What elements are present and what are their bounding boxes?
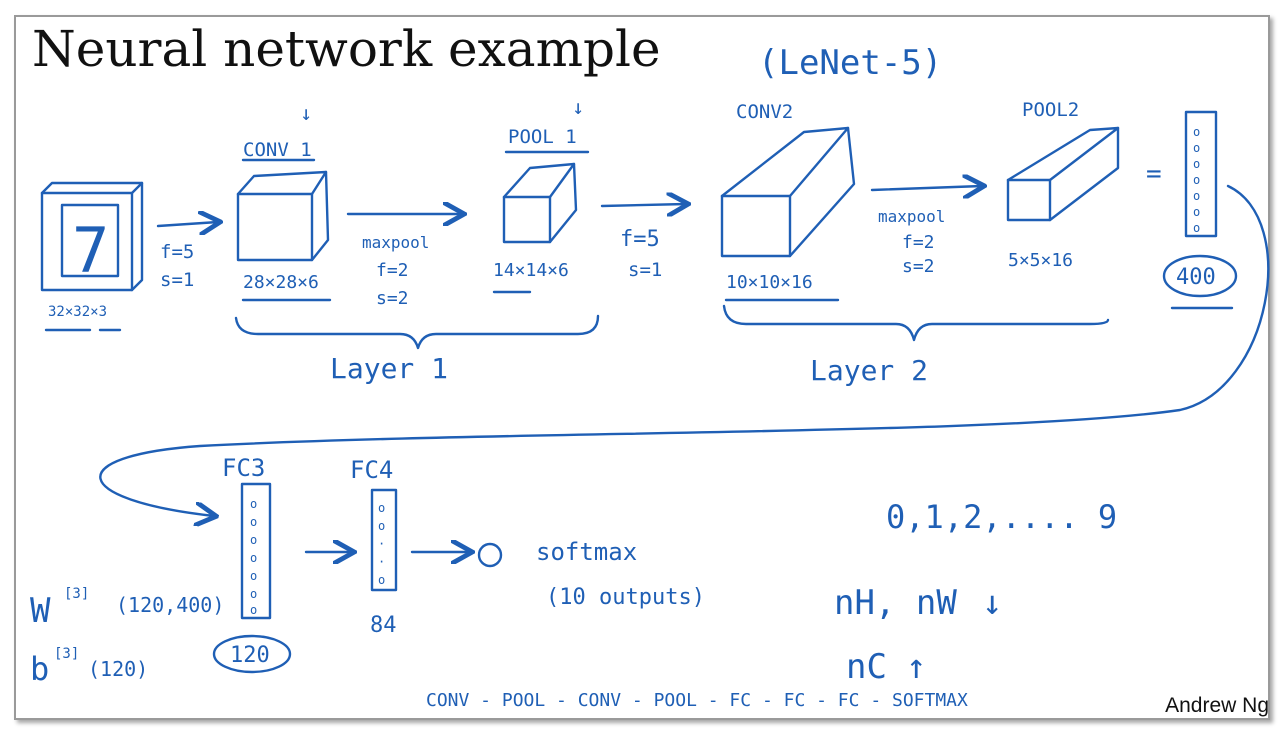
svg-text:o: o — [1193, 141, 1200, 155]
svg-text:o: o — [250, 587, 257, 601]
slide-title: Neural network example — [32, 20, 661, 78]
subtitle-lenet5: (LeNet-5) — [758, 43, 942, 83]
fc4-label: FC4 — [350, 456, 393, 484]
flatten-count: 400 — [1176, 265, 1216, 290]
softmax-node — [477, 542, 503, 568]
svg-text:o: o — [378, 573, 385, 587]
softmax-label: softmax — [536, 538, 637, 566]
pool2-op: maxpool — [878, 207, 945, 226]
fc3-weight-shape: (120,400) — [116, 593, 224, 617]
svg-text:o: o — [1193, 157, 1200, 171]
author-credit: Andrew Ng — [1165, 694, 1269, 717]
svg-text:·: · — [378, 555, 385, 569]
layer1-brace — [234, 314, 600, 350]
fc3-label: FC3 — [222, 454, 265, 482]
pool2-dims: 5×5×16 — [1008, 250, 1073, 271]
svg-text:o: o — [1193, 221, 1200, 235]
fc4-count: 84 — [370, 613, 397, 638]
fc3-count: 120 — [230, 643, 270, 668]
svg-text:o: o — [250, 497, 257, 511]
conv1-volume — [236, 170, 330, 262]
conv1-stride: s=1 — [160, 269, 194, 291]
arrow-pool1-conv2 — [600, 204, 686, 206]
fc3-weight-symbol: W — [30, 591, 51, 631]
svg-text:o: o — [378, 501, 385, 515]
pool1-volume — [502, 162, 578, 244]
pool1-dims: 14×14×6 — [493, 260, 569, 281]
layer2-label: Layer 2 — [810, 354, 928, 387]
pool1-label: POOL 1 — [508, 126, 577, 148]
conv2-stride: s=1 — [628, 259, 662, 281]
svg-text:o: o — [1193, 205, 1200, 219]
fc3-bias-superscript: [3] — [54, 646, 79, 662]
arrow-flatten-fc3 — [99, 184, 1270, 516]
svg-text:o: o — [1193, 189, 1200, 203]
input-volume — [40, 181, 144, 292]
pool1-stride: s=2 — [376, 288, 409, 309]
softmax-outputs: (10 outputs) — [546, 585, 705, 610]
input-digit: 7 — [72, 214, 109, 287]
slide-frame — [14, 15, 1270, 720]
fc3-weight-superscript: [3] — [64, 586, 89, 602]
layer1-label: Layer 1 — [330, 352, 448, 385]
pool2-label: POOL2 — [1022, 99, 1079, 121]
pool1-filter: f=2 — [376, 260, 409, 281]
svg-text:o: o — [1193, 125, 1200, 139]
class-range: 0,1,2,.... 9 — [886, 498, 1117, 536]
fc4-vector: o o · · o — [370, 488, 398, 592]
flatten-count-circle — [1162, 254, 1238, 298]
fc3-vector: o o o o o o o — [240, 482, 272, 620]
pool2-stride: s=2 — [902, 256, 935, 277]
channels-note: nC — [846, 647, 887, 687]
layer2-brace — [722, 304, 1110, 342]
conv2-filter: f=5 — [620, 227, 660, 252]
conv1-filter: f=5 — [160, 241, 194, 263]
conv2-volume — [720, 126, 856, 258]
fc3-bias-shape: (120) — [88, 657, 148, 681]
input-dims: 32×32×3 — [48, 304, 107, 320]
architecture-sequence: CONV - POOL - CONV - POOL - FC - FC - FC… — [426, 690, 968, 711]
svg-text:o: o — [1193, 173, 1200, 187]
pool2-filter: f=2 — [902, 232, 935, 253]
height-width-note: nH, nW — [834, 583, 957, 623]
height-width-down-arrow: ↓ — [982, 583, 1002, 623]
svg-text:o: o — [250, 603, 257, 617]
svg-text:o: o — [378, 519, 385, 533]
arrow-input-conv1 — [156, 222, 218, 226]
arrow-conv2-pool2 — [870, 186, 982, 190]
svg-text:·: · — [378, 537, 385, 551]
fc3-bias-symbol: b — [30, 650, 49, 688]
svg-text:o: o — [250, 569, 257, 583]
pool1-op: maxpool — [362, 233, 429, 252]
conv1-dims: 28×28×6 — [243, 272, 319, 293]
pool1-marker-arrow: ↓ — [572, 95, 584, 119]
svg-text:o: o — [250, 515, 257, 529]
flatten-vector: o o o o o o o — [1184, 110, 1218, 238]
conv2-dims: 10×10×16 — [726, 272, 813, 293]
conv1-marker-arrow: ↓ — [300, 101, 312, 125]
conv1-label: CONV 1 — [243, 139, 312, 161]
svg-text:o: o — [250, 551, 257, 565]
svg-text:o: o — [250, 533, 257, 547]
conv2-label: CONV2 — [736, 101, 793, 123]
channels-up-arrow: ↑ — [906, 647, 926, 687]
fc3-count-circle — [212, 634, 292, 674]
pool2-volume — [1006, 126, 1120, 222]
flatten-equals: = — [1146, 159, 1162, 189]
